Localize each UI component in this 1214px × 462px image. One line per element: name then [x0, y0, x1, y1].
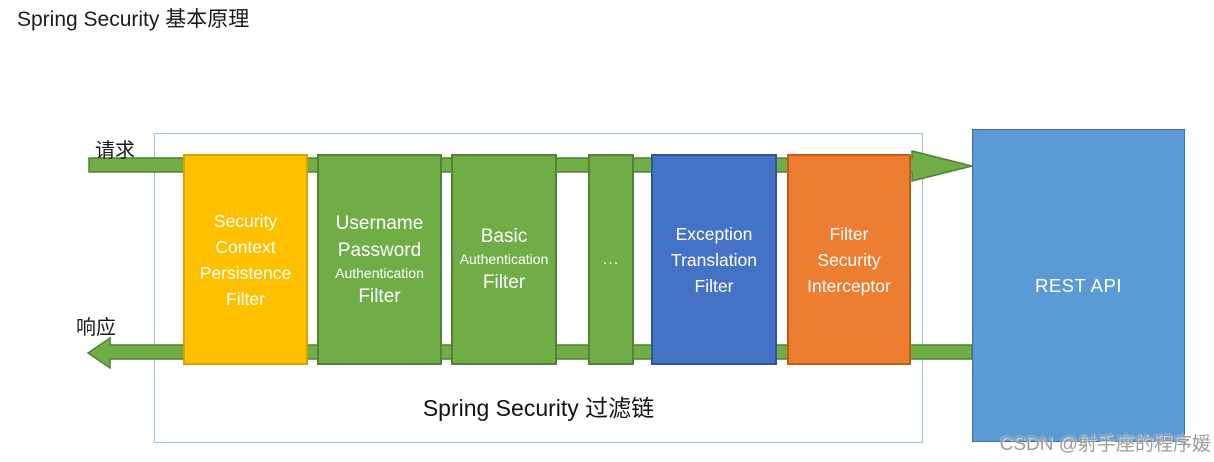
filter-line: Context: [215, 236, 276, 257]
filter-line: Interceptor: [807, 275, 891, 296]
csdn-watermark: CSDN @射手座的程序媛: [999, 434, 1211, 455]
rest-api-label: REST API: [1035, 274, 1122, 296]
filter-box-ellipsis: ...: [588, 154, 634, 365]
response-label: 响应: [76, 317, 116, 339]
filter-line: Filter: [829, 223, 869, 244]
filter-line: Authentication: [459, 251, 549, 267]
filter-box-exception-translation: Exception Translation Filter: [651, 154, 777, 365]
filter-box-filter-security-interceptor: Filter Security Interceptor: [787, 154, 911, 365]
filter-line: Username: [335, 212, 424, 234]
filter-line: Security: [213, 210, 278, 231]
filter-line: Filter: [226, 288, 265, 309]
filter-box-basic-authentication: Basic Authentication Filter: [451, 154, 557, 365]
filter-line: Authentication: [335, 264, 424, 281]
page-title: Spring Security 基本原理: [17, 8, 250, 31]
filter-line: Security: [817, 249, 881, 270]
filter-line: Filter: [482, 272, 526, 293]
filter-line: Translation: [671, 249, 757, 270]
ellipsis-label: ...: [602, 250, 620, 268]
filter-chain-label: Spring Security 过滤链: [422, 395, 655, 421]
filter-box-security-context-persistence: Security Context Persistence Filter: [183, 154, 308, 365]
filter-box-username-password-authentication: Username Password Authentication Filter: [317, 154, 442, 365]
filter-chain-frame: [154, 133, 923, 443]
filter-line: Basic: [480, 226, 528, 247]
request-label: 请求: [95, 140, 135, 162]
filter-line: Persistence: [199, 262, 292, 283]
filter-line: Filter: [694, 275, 734, 296]
filter-line: Filter: [358, 285, 401, 307]
filter-line: Password: [337, 239, 422, 261]
filter-line: Exception: [675, 223, 753, 244]
rest-api-box: REST API: [972, 129, 1185, 442]
